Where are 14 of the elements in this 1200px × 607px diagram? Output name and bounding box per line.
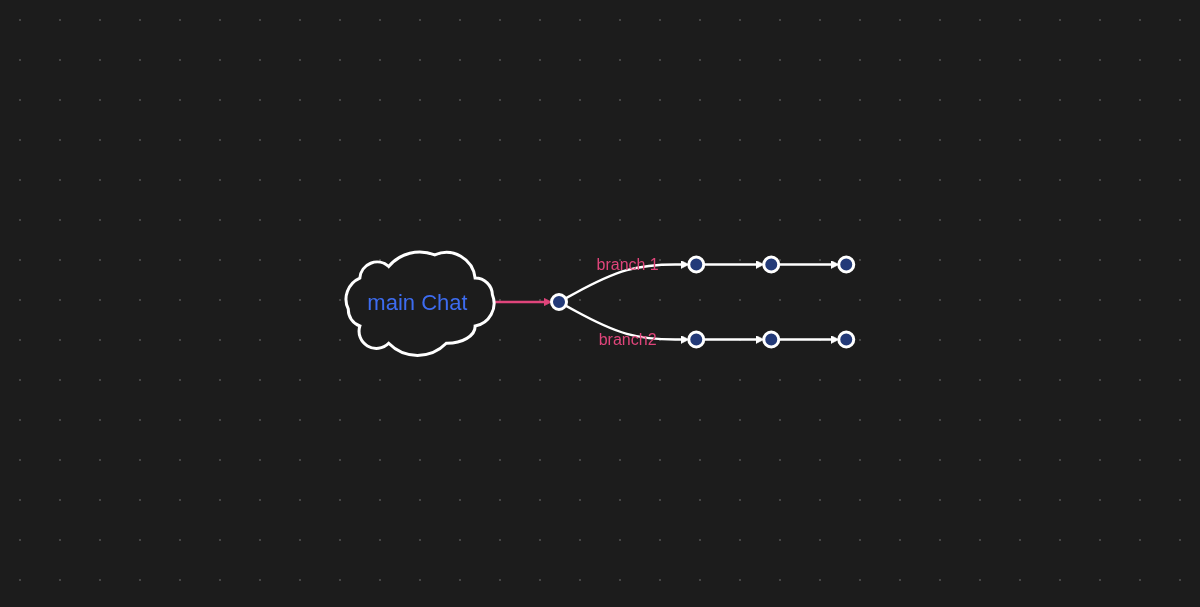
arrow [565,259,690,300]
node-circle [762,330,781,349]
arrow [778,259,840,269]
node-circle [762,255,781,274]
arrow [565,304,690,344]
arrow [703,334,765,344]
node-circle [837,330,856,349]
node-circle [837,255,856,274]
arrow [778,334,840,344]
node-circle [687,330,706,349]
arrow [703,259,765,269]
node-circle [550,292,569,311]
edge-label: branch2 [598,330,657,348]
node-circle [687,255,706,274]
